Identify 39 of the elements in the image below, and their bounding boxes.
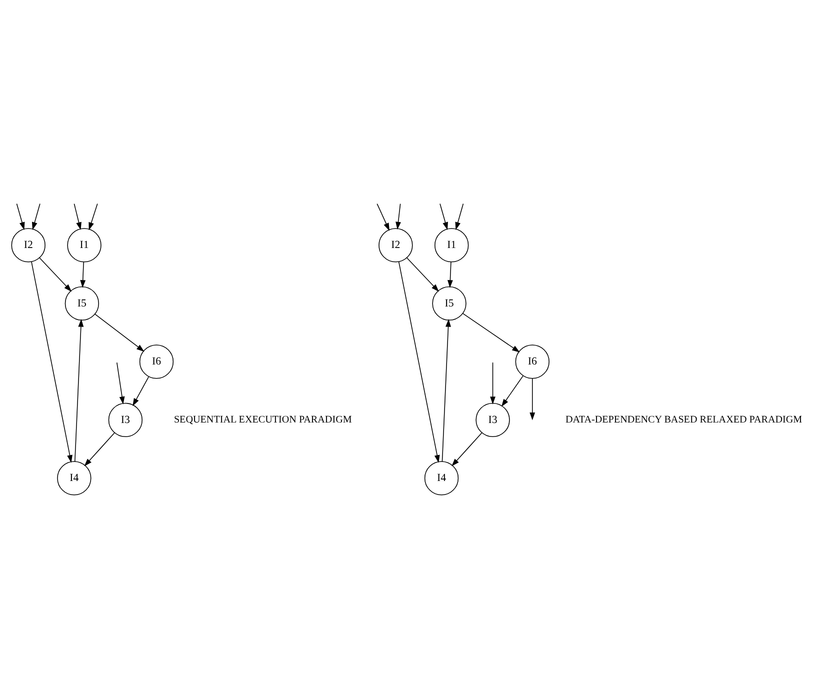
arrow	[440, 203, 448, 230]
node-circle: I3	[476, 402, 510, 438]
arrow	[31, 262, 72, 463]
arrow	[32, 203, 40, 230]
arrow	[132, 376, 150, 406]
node-circle: I6	[515, 344, 550, 379]
arrow	[455, 203, 464, 230]
arrow	[80, 262, 86, 288]
node-circle: I4	[424, 461, 459, 496]
node-circle: I1	[434, 228, 469, 262]
arrow	[530, 378, 536, 420]
arrow	[406, 257, 439, 292]
arrow	[88, 203, 98, 230]
arrow	[74, 203, 82, 230]
arrow	[447, 262, 453, 288]
node-circle: I1	[67, 228, 102, 262]
node-circle: I5	[64, 286, 100, 321]
node-circle: I4	[57, 461, 92, 496]
arrow	[452, 432, 482, 466]
node-circle: I2	[378, 228, 413, 262]
arrow	[462, 313, 520, 352]
arrow	[442, 319, 451, 462]
node-circle: I3	[108, 402, 143, 438]
arrow	[94, 314, 144, 352]
node-circle: I2	[11, 228, 46, 262]
label: SEQUENTIAL EXECUTION PARADIGM	[174, 414, 352, 426]
arrow	[501, 376, 524, 407]
node-circle: I6	[139, 344, 174, 379]
arrow	[84, 432, 115, 466]
arrow	[376, 203, 390, 231]
node-circle: I5	[432, 286, 466, 321]
arrow	[16, 203, 25, 230]
arrow	[116, 362, 125, 404]
label: DATA-DEPENDENCY BASED RELAXED PARADIGM	[565, 414, 802, 426]
arrow	[39, 257, 72, 292]
arrow	[398, 262, 440, 463]
arrow	[74, 319, 84, 462]
arrow	[396, 203, 401, 230]
arrow	[490, 362, 496, 404]
